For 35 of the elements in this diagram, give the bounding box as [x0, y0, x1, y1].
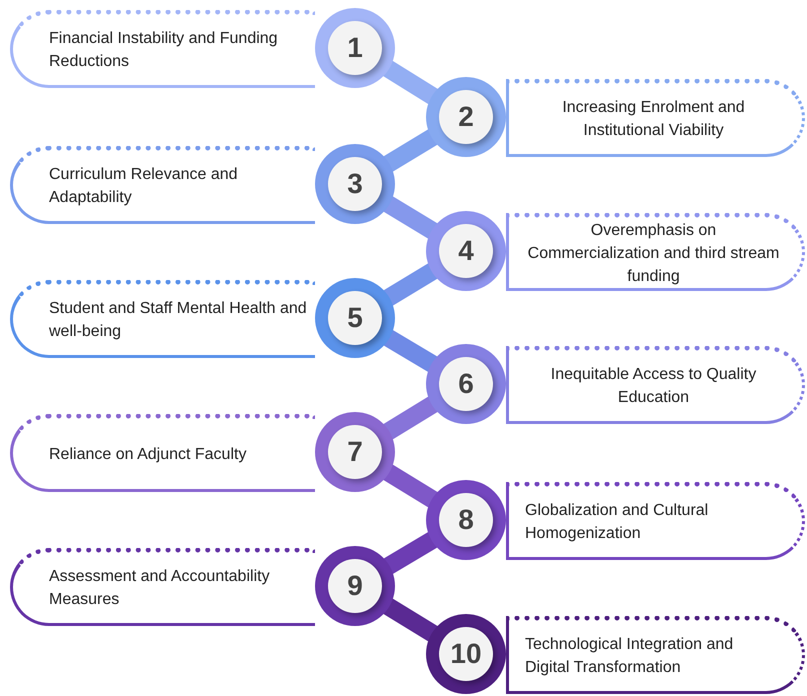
- item-text: Globalization and Cultural Homogenization: [525, 501, 710, 544]
- step-number: 9: [347, 569, 363, 603]
- step-number: 5: [347, 301, 363, 335]
- step-number: 8: [458, 503, 474, 537]
- item-card: [506, 79, 805, 157]
- step-number: 1: [347, 31, 363, 65]
- step-number: 4: [458, 234, 474, 268]
- item-text: Assessment and Accountability Measures: [49, 567, 271, 610]
- connector-band: [381, 328, 440, 374]
- item-card: [10, 10, 315, 88]
- connector-band: [381, 262, 440, 308]
- item-text: Overemphasis on Commercialization and third stream funding: [526, 220, 780, 286]
- connector-band: [381, 128, 440, 174]
- connector-band: [381, 530, 440, 576]
- item-text: Student and Staff Mental Health and well-being: [49, 299, 307, 342]
- step-number: 10: [450, 637, 482, 671]
- step-number: 2: [458, 100, 474, 134]
- item-text: Reliance on Adjunct Faculty: [49, 444, 246, 464]
- item-text: Financial Instability and Funding Reductions: [49, 29, 279, 72]
- step-number: 6: [458, 367, 474, 401]
- item-card: [506, 482, 805, 560]
- item-text: Increasing Enrolment and Institutional Viability: [561, 98, 746, 141]
- item-text: Technological Integration and Digital Transformation: [525, 635, 734, 678]
- item-card: [10, 146, 315, 224]
- connector-band: [381, 194, 440, 240]
- step-number: 3: [347, 167, 363, 201]
- item-card: [10, 548, 315, 626]
- item-text: Inequitable Access to Quality Education: [550, 365, 758, 408]
- item-card: [506, 346, 805, 424]
- item-text: Curriculum Relevance and Adaptability: [49, 165, 239, 208]
- item-card: [10, 280, 315, 358]
- item-card: [506, 616, 805, 694]
- step-number: 7: [347, 435, 363, 469]
- item-card: [10, 414, 315, 492]
- item-card: [506, 213, 805, 291]
